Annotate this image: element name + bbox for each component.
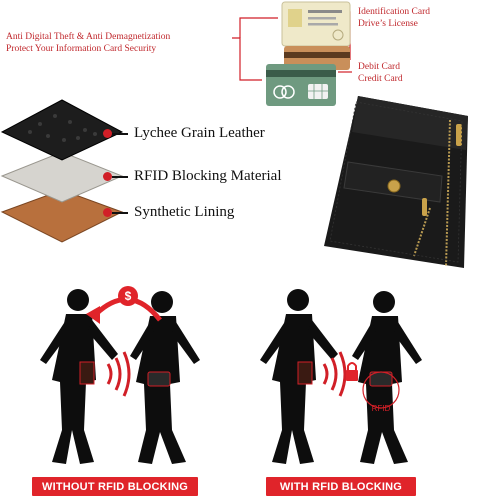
rfid-card-text: RFID bbox=[372, 404, 391, 413]
id-card bbox=[281, 1, 351, 47]
card-label-bottom: Debit Card Credit Card bbox=[358, 61, 458, 85]
victim-figure-left bbox=[130, 291, 200, 464]
card-label-credit: Credit Card bbox=[358, 74, 403, 84]
lock-icon bbox=[346, 362, 358, 381]
pointer-dot-lining bbox=[103, 208, 112, 217]
scanner-device-icon bbox=[79, 361, 95, 385]
thief-figure-left bbox=[40, 289, 118, 464]
card-label-license: Drive’s License bbox=[358, 19, 418, 29]
banner-with-rfid: WITH RFID BLOCKING bbox=[266, 477, 416, 496]
layer-label-rfid: RFID Blocking Material bbox=[134, 168, 282, 184]
card-label-id: Identification Card bbox=[358, 7, 431, 17]
protection-ring bbox=[362, 371, 400, 409]
thief-figure-right bbox=[260, 289, 338, 464]
pointer-line-leather bbox=[112, 133, 128, 135]
banner-without-rfid: WITHOUT RFID BLOCKING bbox=[32, 477, 198, 496]
credit-card bbox=[266, 64, 336, 106]
money-bag-icon: $ bbox=[118, 286, 138, 306]
victim-figure-right bbox=[352, 291, 422, 464]
layer-label-lining: Synthetic Lining bbox=[134, 204, 235, 220]
scene-without-blocking: $ bbox=[40, 286, 200, 464]
card-label-debit: Debit Card bbox=[358, 62, 400, 72]
pointer-line-lining bbox=[112, 212, 128, 214]
wallet-snap-icon bbox=[387, 179, 401, 193]
cards-illustration bbox=[266, 1, 351, 106]
signal-waves-right bbox=[322, 351, 347, 397]
layer-label-leather: Lychee Grain Leather bbox=[134, 125, 265, 141]
pointer-dot-leather bbox=[103, 129, 112, 138]
header-text: Anti Digital Theft & Anti Demagnetizatio… bbox=[6, 31, 241, 55]
header-line-2: Protect Your Information Card Security bbox=[6, 44, 157, 54]
scene-with-blocking: RFID bbox=[260, 289, 422, 464]
pointer-line-rfid bbox=[112, 176, 128, 178]
signal-waves-left bbox=[106, 351, 131, 397]
layer-lychee-leather bbox=[0, 99, 124, 161]
scanner-device-icon-right bbox=[297, 361, 313, 385]
pointer-dot-rfid bbox=[103, 172, 112, 181]
wallet-image bbox=[324, 96, 468, 268]
svg-text:$: $ bbox=[125, 289, 132, 303]
header-line-1: Anti Digital Theft & Anti Demagnetizatio… bbox=[6, 32, 171, 42]
zipper-pull-icon bbox=[456, 124, 462, 146]
victim-wallet-icon bbox=[147, 371, 171, 387]
card-label-top: Identification Card Drive’s License bbox=[358, 6, 478, 30]
